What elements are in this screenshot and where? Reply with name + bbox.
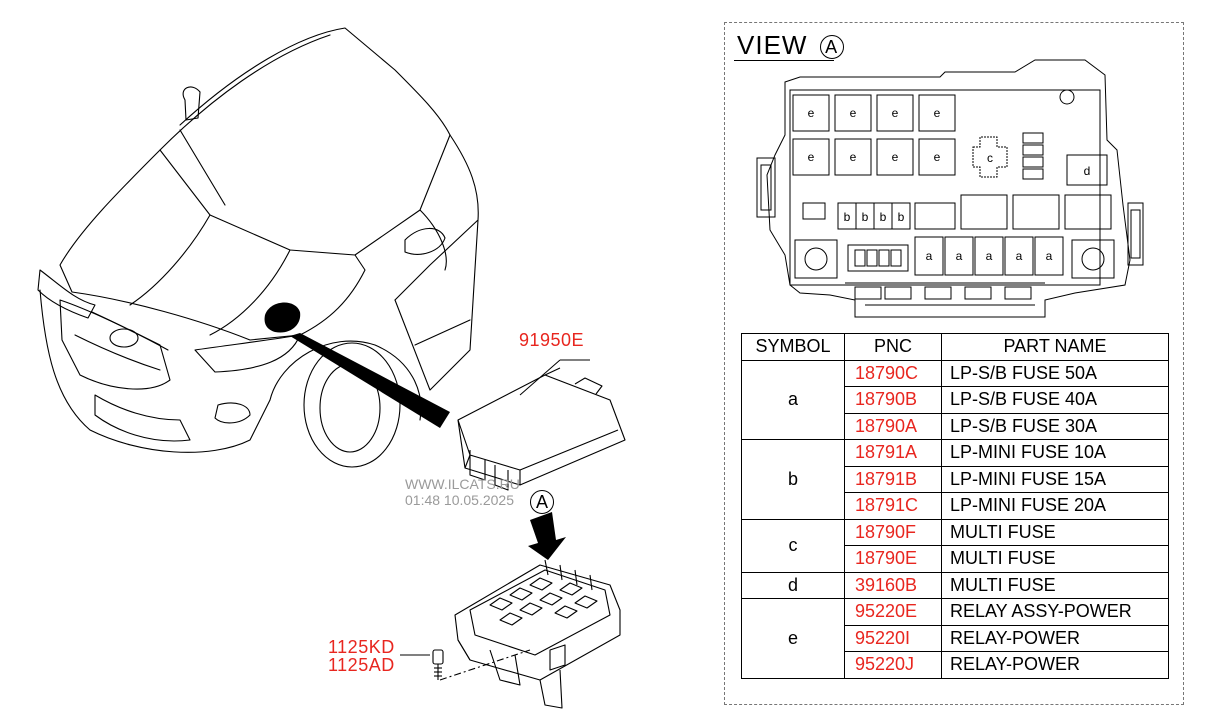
pnc-cell[interactable]: 39160B — [844, 571, 942, 599]
slot-e-3: e — [892, 106, 899, 120]
table-row: a 18790C LP-S/B FUSE 50A — [741, 359, 1169, 440]
part-name-cell: LP-MINI FUSE 20A — [941, 492, 1169, 520]
header-part-name: PART NAME — [941, 333, 1169, 361]
part-name-cell: LP-MINI FUSE 15A — [941, 465, 1169, 493]
slot-e-1: e — [808, 106, 815, 120]
slot-b-2: b — [862, 210, 869, 224]
part-name-cell: RELAY ASSY-POWER — [941, 598, 1169, 626]
symbol-cell: b — [741, 439, 845, 520]
pnc-cell[interactable]: 18790E — [844, 545, 942, 573]
view-title: VIEW A — [737, 30, 844, 61]
pnc-cell[interactable]: 18790F — [844, 518, 942, 546]
slot-e-4: e — [934, 106, 941, 120]
view-title-underline — [734, 60, 834, 61]
watermark: WWW.ILCATS.RU 01:48 10.05.2025 — [405, 476, 520, 508]
assembly-pnc-label[interactable]: 91950E — [519, 330, 585, 350]
watermark-line-1: WWW.ILCATS.RU — [405, 476, 520, 492]
pnc-cell[interactable]: 95220E — [844, 598, 942, 626]
part-name-cell: LP-MINI FUSE 10A — [941, 439, 1169, 467]
table-row: 18790B LP-S/B FUSE 40A — [742, 386, 1169, 414]
pnc-cell[interactable]: 18791B — [844, 465, 942, 493]
symbol-cell: c — [741, 518, 845, 573]
view-title-marker: A — [819, 35, 844, 60]
symbol-cell: e — [741, 598, 845, 679]
part-name-cell: MULTI FUSE — [941, 518, 1169, 546]
pnc-cell[interactable]: 18791A — [844, 439, 942, 467]
car-illustration — [37, 27, 626, 709]
fuse-box-diagram: e e e e e e e e c d b b b b a a a a a — [756, 59, 1144, 318]
symbol-cell: a — [741, 359, 845, 440]
pnc-cell[interactable]: 18790B — [844, 386, 942, 414]
part-name-cell: LP-S/B FUSE 30A — [941, 412, 1169, 440]
view-marker-circle: A — [530, 490, 554, 514]
slot-e-8: e — [934, 150, 941, 164]
slot-c: c — [987, 151, 993, 165]
pnc-cell[interactable]: 95220J — [844, 651, 942, 679]
table-row: 95220I RELAY-POWER — [742, 624, 1169, 652]
table-header-row: SYMBOL PNC PART NAME — [741, 333, 1169, 361]
table-row: b 18791A LP-MINI FUSE 10A — [741, 439, 1169, 520]
part-name-cell: MULTI FUSE — [941, 571, 1169, 599]
slot-b-4: b — [898, 210, 905, 224]
bolt-pnc-label-1[interactable]: 1125KD — [328, 637, 395, 657]
part-name-cell: RELAY-POWER — [941, 624, 1169, 652]
slot-b-1: b — [844, 210, 851, 224]
pnc-cell[interactable]: 18790A — [844, 412, 942, 440]
view-title-text: VIEW — [737, 30, 808, 60]
slot-a-3: a — [986, 249, 993, 263]
slot-a-1: a — [926, 249, 933, 263]
slot-e-5: e — [808, 150, 815, 164]
slot-e-2: e — [850, 106, 857, 120]
view-marker-callout: A — [530, 490, 554, 514]
slot-a-2: a — [956, 249, 963, 263]
symbol-cell: d — [741, 571, 845, 599]
table-row: e 95220E RELAY ASSY-POWER — [741, 598, 1169, 679]
pnc-cell[interactable]: 18790C — [844, 359, 942, 387]
table-row: 18791B LP-MINI FUSE 15A — [742, 465, 1169, 493]
table-row: c 18790F MULTI FUSE — [741, 518, 1169, 573]
watermark-line-2: 01:48 10.05.2025 — [405, 492, 514, 508]
table-row: 18790E MULTI FUSE — [742, 545, 1169, 573]
table-row: 18790A LP-S/B FUSE 30A — [742, 412, 1169, 440]
pnc-cell[interactable]: 95220I — [844, 624, 942, 652]
pnc-cell[interactable]: 18791C — [844, 492, 942, 520]
part-name-cell: RELAY-POWER — [941, 651, 1169, 679]
header-symbol: SYMBOL — [741, 333, 845, 361]
slot-e-6: e — [850, 150, 857, 164]
header-pnc: PNC — [844, 333, 942, 361]
table-row: d 39160B MULTI FUSE — [741, 571, 1169, 599]
slot-a-4: a — [1016, 249, 1023, 263]
bolt-pnc-label-2[interactable]: 1125AD — [328, 655, 395, 675]
part-name-cell: LP-S/B FUSE 50A — [941, 359, 1169, 387]
part-name-cell: MULTI FUSE — [941, 545, 1169, 573]
view-panel — [724, 22, 1184, 705]
slot-e-7: e — [892, 150, 899, 164]
table-row: 95220J RELAY-POWER — [742, 651, 1169, 679]
parts-table: SYMBOL PNC PART NAME a 18790C LP-S/B FUS… — [741, 333, 1169, 679]
slot-b-3: b — [880, 210, 887, 224]
slot-d: d — [1084, 164, 1091, 178]
slot-a-5: a — [1046, 249, 1053, 263]
part-name-cell: LP-S/B FUSE 40A — [941, 386, 1169, 414]
